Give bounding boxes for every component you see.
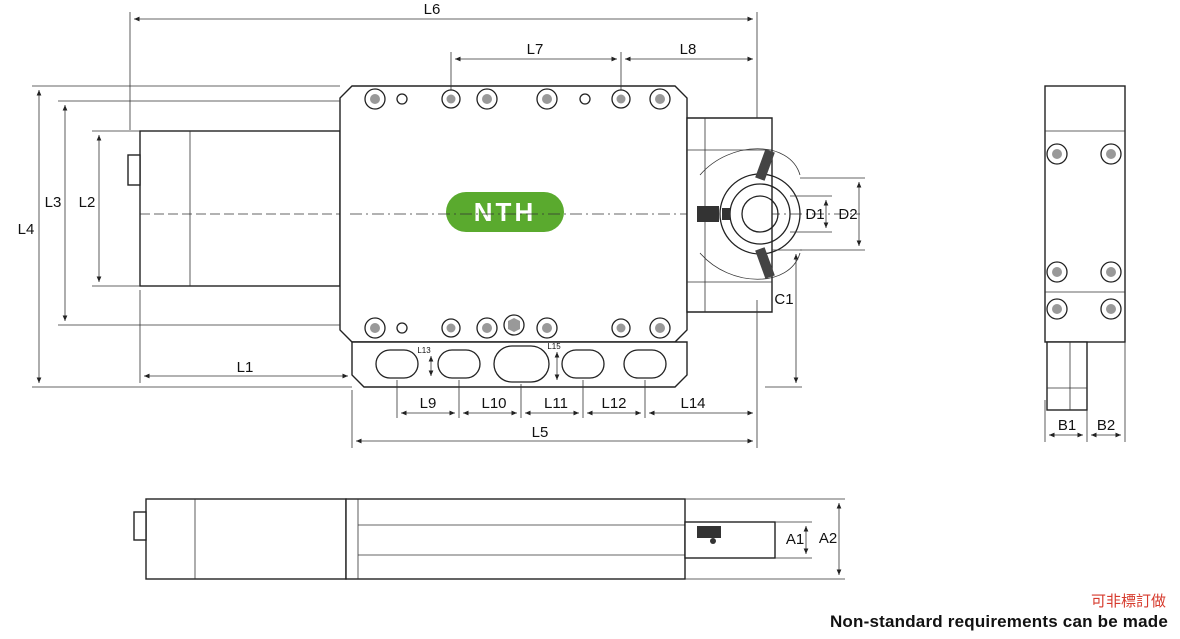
dim-l11: L11 bbox=[544, 395, 568, 412]
dim-l15: L15 bbox=[547, 342, 561, 351]
dim-d2: D2 bbox=[838, 206, 857, 223]
top-view: NTH bbox=[127, 85, 860, 388]
dim-a1: A1 bbox=[786, 531, 804, 548]
dim-l13: L13 bbox=[417, 346, 431, 355]
dim-l1: L1 bbox=[237, 359, 254, 376]
slot bbox=[493, 345, 550, 383]
front-connector bbox=[133, 511, 147, 541]
dim-a2: A2 bbox=[819, 530, 837, 547]
motor-body bbox=[139, 130, 341, 287]
side-jaw bbox=[1046, 341, 1088, 411]
note-chinese: 可非標訂做 bbox=[1090, 592, 1166, 610]
front-motor bbox=[145, 498, 347, 580]
dim-l6: L6 bbox=[424, 1, 441, 18]
dim-c1: C1 bbox=[774, 291, 793, 308]
side-body bbox=[1044, 85, 1126, 343]
top-view-dimensions: L6 L7 L8 L4 L3 L2 L1 L9 L10 bbox=[18, 1, 865, 448]
slot bbox=[375, 349, 419, 379]
slot bbox=[561, 349, 605, 379]
dim-d1: D1 bbox=[805, 206, 824, 223]
dim-l8: L8 bbox=[680, 41, 697, 58]
dim-l12: L12 bbox=[601, 395, 626, 412]
front-view: A1 A2 bbox=[133, 498, 845, 580]
dim-l3: L3 bbox=[45, 194, 62, 211]
dim-l4: L4 bbox=[18, 221, 35, 238]
slot bbox=[623, 349, 667, 379]
dim-l7: L7 bbox=[527, 41, 544, 58]
bottom-screw-row bbox=[364, 314, 671, 339]
mounting-plate bbox=[351, 341, 688, 388]
nth-logo: NTH bbox=[446, 192, 564, 232]
dim-l9: L9 bbox=[420, 395, 437, 412]
dim-b1: B1 bbox=[1058, 417, 1076, 434]
dim-l14: L14 bbox=[680, 395, 705, 412]
motor-connector bbox=[127, 154, 141, 186]
top-screw-row bbox=[364, 88, 671, 110]
dim-l10: L10 bbox=[481, 395, 506, 412]
slot bbox=[437, 349, 481, 379]
dim-l2: L2 bbox=[79, 194, 96, 211]
front-body bbox=[345, 498, 686, 580]
dim-b2: B2 bbox=[1097, 417, 1115, 434]
svg-text:NTH: NTH bbox=[474, 197, 536, 227]
side-view: B1 B2 bbox=[1044, 85, 1126, 442]
dim-l5: L5 bbox=[532, 424, 549, 441]
note-english: Non-standard requirements can be made bbox=[829, 612, 1168, 631]
